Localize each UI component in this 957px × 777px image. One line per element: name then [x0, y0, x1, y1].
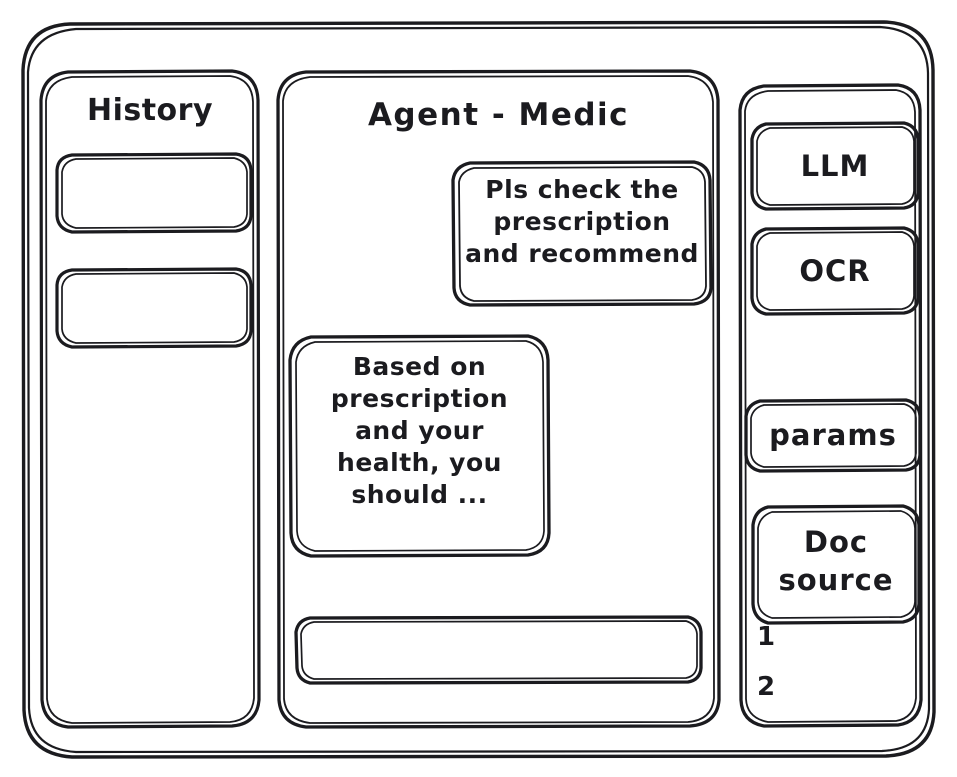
- agent-panel-outline: [276, 69, 721, 729]
- assistant-bubble-outline-echo: [295, 340, 545, 552]
- composer-outline-echo: [300, 620, 698, 680]
- history-item-1[interactable]: [57, 154, 251, 232]
- history-panel-outline-echo: [45, 75, 255, 724]
- doc-source-item-2[interactable]: 2: [752, 670, 872, 706]
- tool-button-doc-source-outline-echo: [757, 510, 916, 619]
- doc-source-item-2-label: 2: [757, 672, 776, 702]
- tool-button-params-outline: [744, 398, 922, 473]
- tool-button-llm-label: LLM: [800, 149, 870, 183]
- tool-button-params-outline-echo: [750, 403, 917, 468]
- tool-button-ocr[interactable]: OCR: [752, 228, 918, 314]
- history-item-2-outline: [55, 267, 253, 349]
- tool-button-ocr-outline: [750, 226, 920, 316]
- tools-panel-outline-echo: [744, 89, 917, 723]
- tool-button-doc-source-label: Doc source: [778, 525, 894, 597]
- window-frame-outline: [21, 20, 936, 759]
- tool-button-ocr-outline-echo: [756, 231, 915, 311]
- tool-button-doc-source[interactable]: Doc source: [753, 506, 919, 623]
- message-user-text: Pls check the prescription and recommend: [465, 175, 699, 268]
- composer-outline: [294, 615, 703, 685]
- agent-panel-outline-echo: [282, 75, 715, 724]
- doc-source-item-1[interactable]: 1: [752, 620, 872, 656]
- history-item-1-outline-echo: [61, 157, 248, 229]
- assistant-bubble-outline: [288, 334, 551, 558]
- doc-source-item-1-label: 1: [757, 622, 776, 652]
- user-bubble-outline: [451, 160, 713, 307]
- history-title: History: [86, 93, 214, 128]
- tools-panel-outline: [738, 83, 923, 728]
- message-bubble-user: Pls check the prescription and recommend: [453, 162, 711, 305]
- history-item-1-outline: [55, 152, 253, 234]
- tool-button-doc-source-outline: [751, 504, 921, 625]
- window-frame-outline-echo: [26, 25, 931, 754]
- user-bubble-outline-echo: [458, 166, 707, 302]
- message-assistant-text: Based on prescription and your health, y…: [330, 352, 509, 509]
- tool-button-ocr-label: OCR: [799, 254, 871, 288]
- history-item-2[interactable]: [57, 269, 251, 347]
- tool-button-params-label: params: [769, 418, 897, 452]
- tool-button-llm-outline-echo: [756, 126, 915, 206]
- tool-button-llm[interactable]: LLM: [752, 123, 918, 209]
- tool-button-llm-outline: [750, 121, 920, 211]
- history-panel-outline: [39, 69, 261, 729]
- message-bubble-assistant: Based on prescription and your health, y…: [290, 336, 549, 556]
- history-item-2-outline-echo: [61, 272, 248, 344]
- agent-panel-title: Agent - Medic: [367, 97, 630, 133]
- composer-input[interactable]: [296, 617, 701, 683]
- tool-button-params[interactable]: params: [746, 400, 920, 471]
